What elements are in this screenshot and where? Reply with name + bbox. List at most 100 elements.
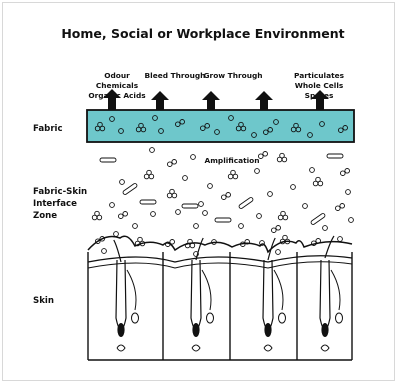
epidermis-line — [87, 261, 353, 269]
microbe-cell — [338, 127, 344, 133]
microbe-cluster — [312, 176, 324, 187]
amplification-label: Amplification — [204, 156, 259, 165]
microbe-cell — [258, 153, 264, 159]
microbe-cell — [171, 192, 178, 199]
microbe-cell — [94, 210, 100, 217]
rod-bacterium — [326, 153, 344, 159]
microbe-cell — [193, 223, 199, 229]
microbe-cell — [251, 132, 257, 138]
hair-bulb — [321, 323, 329, 337]
microbe-cell — [317, 180, 324, 187]
microbe-cell — [158, 128, 164, 134]
microbe-cell — [238, 223, 244, 229]
microbe-cell — [322, 225, 328, 231]
hair-bulb — [117, 323, 125, 337]
microbe-cluster — [118, 211, 128, 219]
microbe-cell — [148, 173, 155, 180]
release-arrow — [255, 91, 273, 112]
microbe-cluster — [338, 125, 348, 133]
microbe-cell — [109, 116, 115, 122]
hair-follicle — [113, 239, 139, 352]
microbe-cell — [99, 125, 106, 132]
microbe-cell — [204, 123, 210, 129]
microbe-cell — [339, 203, 345, 209]
microbe-cluster — [235, 121, 247, 132]
microbe-cell — [190, 154, 196, 160]
microbe-cell — [282, 214, 289, 221]
sweat-duct — [273, 269, 284, 311]
label-chemicals: Chemicals — [96, 81, 139, 90]
microbe-cell — [275, 225, 281, 231]
follicle-sheath — [190, 259, 202, 331]
microbe-cell — [337, 236, 343, 242]
microbe-cell — [169, 239, 175, 245]
release-arrows — [103, 89, 329, 112]
sweat-gland — [206, 312, 214, 324]
microbe-cell — [122, 211, 128, 217]
microbe-cell — [118, 213, 124, 219]
microbe-cell — [335, 205, 341, 211]
microbe-cell — [259, 240, 265, 246]
microbe-cell — [118, 128, 124, 134]
microbe-cell — [150, 211, 156, 217]
microbe-cell — [202, 210, 208, 216]
microbe-cell — [211, 239, 217, 245]
microbe-cluster — [200, 123, 210, 131]
hair-bulb — [264, 323, 272, 337]
microbe-cell — [200, 125, 206, 131]
microbe-cell — [263, 129, 269, 135]
label-particulates: Particulates — [294, 71, 345, 80]
side-label-skin: Skin — [33, 296, 54, 306]
release-arrow — [202, 91, 220, 112]
microbe-cell — [344, 168, 350, 174]
microbe-cell — [221, 194, 227, 200]
side-label-fabric-skin: Fabric-Skin — [33, 187, 87, 197]
microbe-cluster — [258, 151, 268, 159]
rod-bacterium — [139, 199, 157, 205]
microbe-cluster — [340, 168, 350, 176]
sweat-gland — [131, 312, 139, 324]
microbe-cluster — [311, 238, 321, 246]
microbe-cell — [179, 119, 185, 125]
rod-bacterium — [122, 183, 138, 195]
microbe-cell — [97, 121, 103, 128]
follicle-sheath — [319, 259, 331, 331]
microbe-cell — [256, 213, 262, 219]
papilla — [191, 344, 201, 352]
rod-bacterium — [310, 213, 326, 225]
microbe-cell — [119, 179, 125, 185]
microbe-cell — [271, 227, 277, 233]
hair-follicle — [190, 237, 214, 352]
microbe-cluster — [95, 236, 105, 244]
microbe-cluster — [184, 238, 196, 249]
release-arrow — [103, 89, 121, 110]
microbe-cell — [267, 127, 273, 133]
microbe-cell — [198, 201, 204, 207]
microbe-cluster — [221, 192, 231, 200]
sweat-duct — [330, 269, 341, 311]
microbe-cluster — [276, 152, 288, 163]
microbe-cell — [254, 168, 260, 174]
microbe-cell — [284, 238, 291, 245]
microbe-cell — [240, 241, 246, 247]
microbe-cell — [149, 147, 155, 153]
fabric-layer — [86, 109, 355, 143]
sweat-duct — [201, 269, 212, 311]
follicle-sheath — [262, 259, 274, 331]
microbe-cell — [182, 175, 188, 181]
microbe-cell — [275, 249, 281, 255]
microbe-cell — [348, 217, 354, 223]
microbe-cluster — [166, 188, 178, 199]
microbe-cell — [345, 189, 351, 195]
microbe-cluster — [277, 210, 289, 221]
microbe-cell — [282, 234, 288, 241]
microbe-cell — [244, 239, 250, 245]
microbe-cell — [165, 241, 171, 247]
microbe-cell — [169, 188, 175, 195]
hair-shaft — [324, 235, 335, 259]
microbe-cell — [273, 119, 279, 125]
microbe-cell — [295, 126, 302, 133]
microbe-cell — [99, 236, 105, 242]
microbe-cell — [319, 121, 325, 127]
